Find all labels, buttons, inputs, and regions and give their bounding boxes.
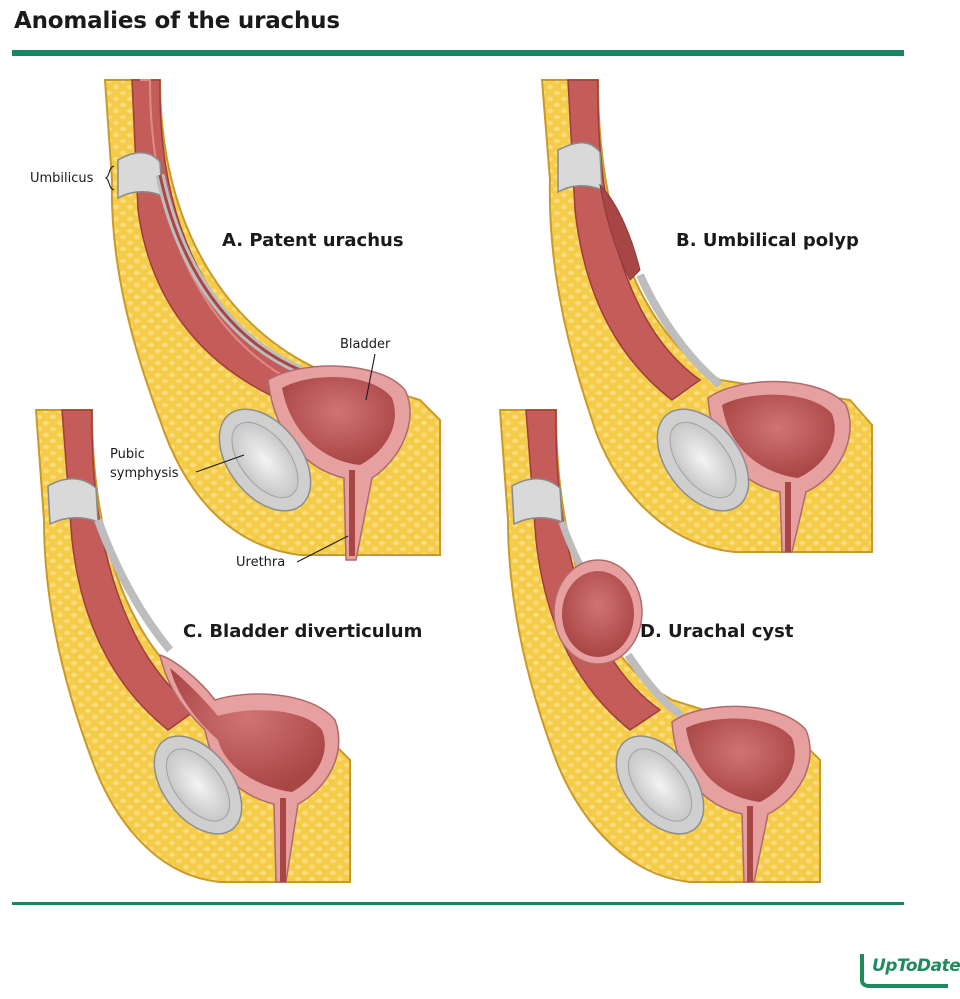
- panel-a-drawing: [103, 79, 441, 561]
- panel-c-drawing: [34, 409, 351, 883]
- umbilicus-label: Umbilicus: [30, 171, 94, 186]
- bladder-label: Bladder: [340, 337, 391, 352]
- bottom-divider: [12, 902, 904, 905]
- panel-b-title: B. Umbilical polyp: [676, 230, 859, 251]
- panel-a-title: A. Patent urachus: [222, 230, 404, 251]
- panel-c-title: C. Bladder diverticulum: [183, 621, 422, 642]
- urethra-label: Urethra: [236, 555, 285, 570]
- top-divider: [12, 50, 904, 56]
- panel-d-title: D. Urachal cyst: [640, 621, 794, 642]
- pubic-symphysis-leader: [195, 454, 245, 473]
- umbilicus-brace: [104, 165, 115, 191]
- panel-d-drawing: [498, 409, 821, 883]
- bladder-leader: [365, 353, 376, 401]
- urethra-leader: [296, 535, 349, 563]
- symphysis-label: symphysis: [110, 466, 179, 481]
- page-title: Anomalies of the urachus: [14, 8, 340, 34]
- pubic-label: Pubic: [110, 447, 145, 462]
- panel-b-drawing: [540, 79, 873, 553]
- uptodate-logo-text: UpToDate: [872, 956, 960, 976]
- uptodate-logo-icon: [860, 954, 948, 988]
